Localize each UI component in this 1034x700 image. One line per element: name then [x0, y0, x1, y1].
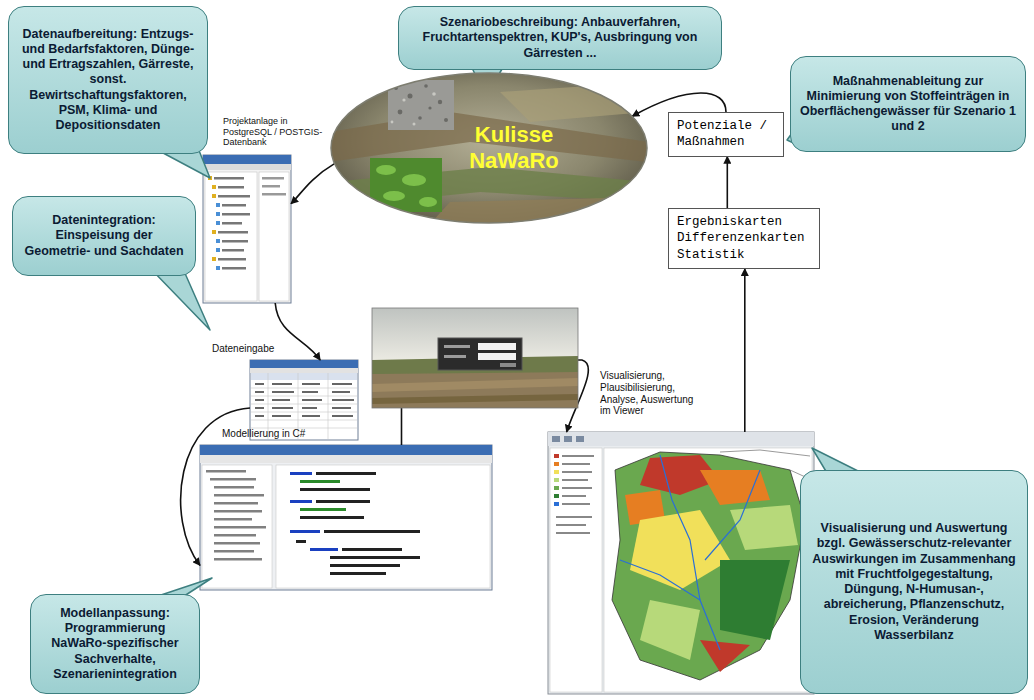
code-editor-screenshot	[200, 445, 492, 590]
screenshot-panel: Visualisierung, Plausibilisierung, Analy…	[548, 366, 814, 694]
process-text: Ergebniskarten Differenzenkarten Statist…	[677, 214, 811, 263]
region-title-holder: Kulisse NaWaRo	[330, 72, 648, 224]
database-screenshot	[203, 155, 291, 303]
callout-text: Visualisierung und Auswertung bzgl. Gewä…	[809, 521, 1019, 643]
screenshot-frame	[203, 155, 291, 303]
flow-arrow	[744, 269, 746, 432]
process-box: Ergebniskarten Differenzenkarten Statist…	[668, 208, 820, 269]
callout-text: Szenariobeschreibung: Anbauverfahren, Fr…	[407, 15, 713, 61]
flow-arrow	[291, 164, 335, 204]
screenshot-label-holder: Modellierung in C#	[222, 428, 382, 440]
callout-tails	[140, 64, 868, 602]
screenshot-label: Projektanlage in PostgreSQL / POSTGIS-Da…	[223, 116, 323, 148]
callout-text: Datenaufbereitung: Entzugs- und Bedarfsf…	[17, 27, 199, 134]
screenshot-frame	[548, 432, 814, 694]
callout-bubble: Maßnahmenableitung zur Minimierung von S…	[790, 56, 1026, 152]
screenshot-label: Modellierung in C#	[222, 428, 382, 440]
screenshot-panel: Modellierung in C#	[200, 426, 492, 590]
callout-text: Datenintegration: Einspeisung der Geomet…	[21, 213, 187, 259]
callout-bubble: Modellanpassung: Programmierung NaWaRo-s…	[30, 594, 200, 694]
callout-bubble: Datenaufbereitung: Entzugs- und Bedarfsf…	[8, 6, 208, 154]
screenshot-label-holder: Projektanlage in PostgreSQL / POSTGIS-Da…	[223, 116, 323, 148]
screenshot-frame	[200, 445, 492, 590]
process-box: Potenziale / Maßnahmen	[668, 112, 784, 157]
screenshot-label: Visualisierung, Plausibilisierung, Analy…	[600, 370, 700, 417]
region-ellipse: Kulisse NaWaRo	[330, 72, 648, 224]
screenshot-panel: Projektanlage in PostgreSQL / POSTGIS-Da…	[203, 114, 325, 303]
callout-text: Modellanpassung: Programmierung NaWaRo-s…	[39, 606, 191, 682]
callout-text: Maßnahmenableitung zur Minimierung von S…	[799, 74, 1017, 135]
callout-bubble: Szenariobeschreibung: Anbauverfahren, Fr…	[398, 6, 722, 70]
flow-arrow	[275, 303, 320, 360]
screenshot-panel: Dateneingabe	[212, 341, 358, 440]
flow-arrow	[726, 157, 728, 209]
screenshot-label-holder: Dateneingabe	[212, 343, 302, 355]
map-viewer-screenshot	[548, 432, 814, 694]
callout-bubble: Visualisierung und Auswertung bzgl. Gewä…	[800, 470, 1028, 694]
process-text: Potenziale / Maßnahmen	[677, 118, 775, 151]
screenshot-label-holder: Visualisierung, Plausibilisierung, Analy…	[600, 370, 700, 417]
screenshot-label: Dateneingabe	[212, 343, 302, 355]
region-title: Kulisse NaWaRo	[458, 122, 570, 175]
callout-bubble: Datenintegration: Einspeisung der Geomet…	[12, 196, 196, 276]
